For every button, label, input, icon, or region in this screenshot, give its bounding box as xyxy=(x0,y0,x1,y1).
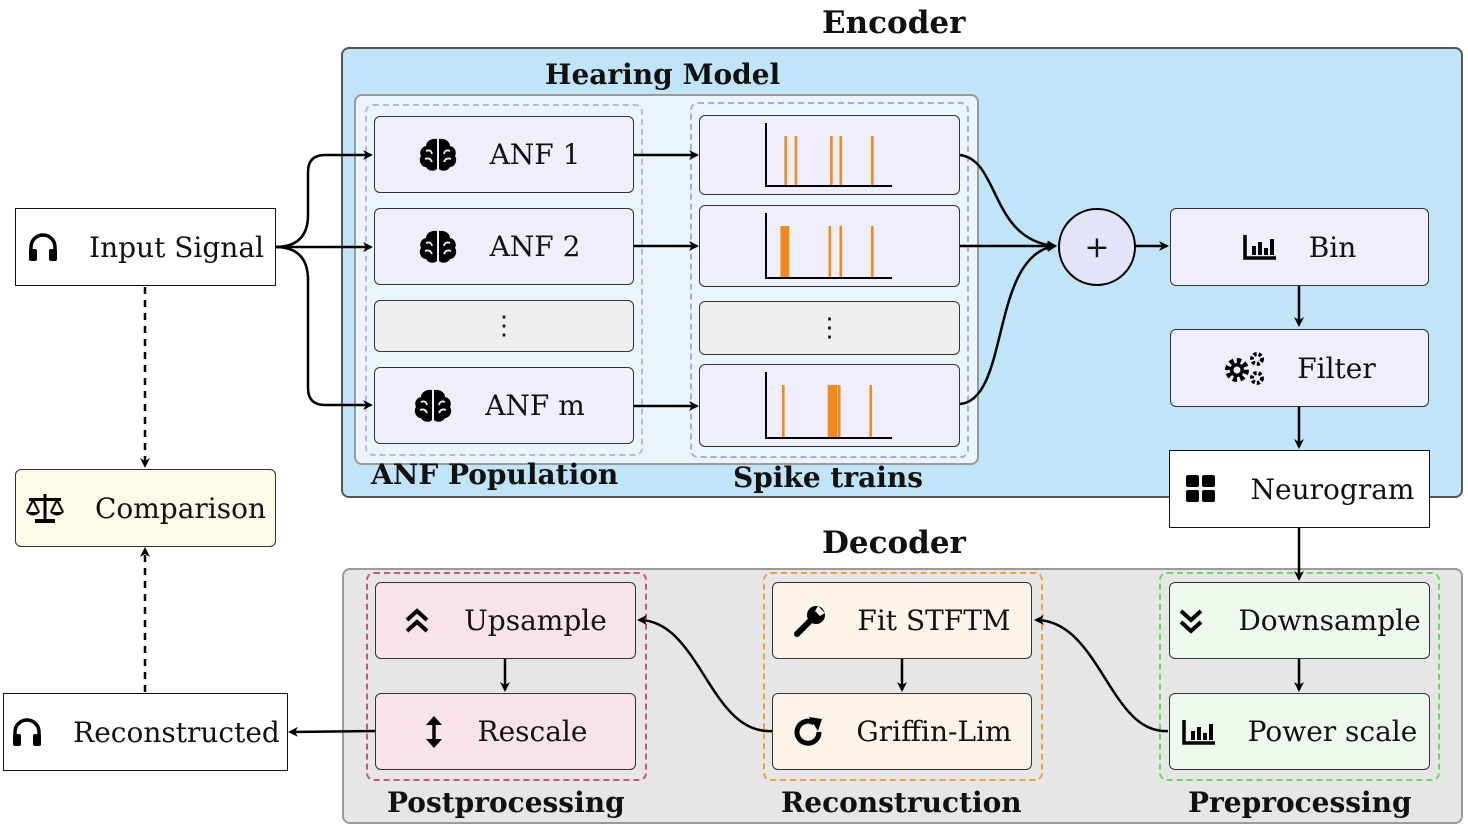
spike-train-2-box xyxy=(699,205,960,287)
power-scale-label: Power scale xyxy=(1247,715,1418,748)
encoder-title: Encoder xyxy=(822,5,966,41)
anf-2-label: ANF 2 xyxy=(489,230,581,263)
comparison-label: Comparison xyxy=(94,491,267,525)
bar-chart-icon xyxy=(1181,718,1216,746)
spike-train-1-plot xyxy=(765,123,892,187)
griffin-lim-box: Griffin-Lim xyxy=(772,693,1032,770)
rescale-box: Rescale xyxy=(375,693,636,770)
anf-ellipsis-box: ⋮ xyxy=(374,300,634,352)
anf-1-label: ANF 1 xyxy=(489,138,581,171)
spike-ellipsis: ⋮ xyxy=(816,313,843,343)
double-chevron-down-icon xyxy=(1178,606,1204,636)
anf-ellipsis: ⋮ xyxy=(491,311,517,341)
upsample-box: Upsample xyxy=(375,582,636,659)
spikes1-to-sum-arrow xyxy=(959,153,1057,251)
brain-icon xyxy=(418,229,458,265)
filter-box: Filter xyxy=(1170,329,1429,407)
downsample-label: Downsample xyxy=(1238,604,1421,637)
sum-symbol: + xyxy=(1084,229,1110,265)
spike-trains-label: Spike trains xyxy=(733,461,923,494)
anf-m-box: ANF m xyxy=(374,367,634,444)
neurogram-label: Neurogram xyxy=(1250,472,1415,506)
spike-axes xyxy=(765,123,892,187)
spike-axes xyxy=(765,372,892,439)
bin-box: Bin xyxy=(1170,208,1429,286)
reconstruction-group xyxy=(763,572,1043,781)
spike-train-m-box xyxy=(699,364,960,447)
reconstructed-label: Reconstructed xyxy=(73,715,280,749)
spike-train-2-plot xyxy=(765,213,892,279)
input-signal-box: Input Signal xyxy=(15,208,276,286)
headphones-icon xyxy=(11,717,43,747)
power-scale-box: Power scale xyxy=(1169,693,1430,770)
powerscale-to-fitstftm-arrow xyxy=(1034,615,1169,733)
comparison-box: Comparison xyxy=(15,469,276,547)
downsample-box: Downsample xyxy=(1169,582,1430,659)
input-to-anf1-arrow xyxy=(274,150,373,249)
upsample-label: Upsample xyxy=(464,604,607,637)
spike-ellipsis-box: ⋮ xyxy=(699,301,960,355)
anf-m-label: ANF m xyxy=(485,389,585,422)
input-signal-label: Input Signal xyxy=(89,230,264,264)
postprocessing-group xyxy=(366,572,647,781)
headphones-icon xyxy=(27,232,59,262)
brain-icon xyxy=(418,137,458,173)
double-chevron-up-icon xyxy=(404,606,430,636)
spike-train-1-box xyxy=(699,115,960,195)
reconstruction-label: Reconstruction xyxy=(781,786,1022,819)
redo-arrow-icon xyxy=(792,715,826,749)
grid-icon xyxy=(1185,474,1217,504)
anf-population-group xyxy=(365,104,643,456)
spike-train-m-plot xyxy=(765,372,892,439)
spike-axes xyxy=(765,213,892,279)
bin-label: Bin xyxy=(1308,230,1357,264)
balance-scale-icon xyxy=(25,492,65,524)
wrench-icon xyxy=(793,604,827,638)
input-to-anfm-arrow xyxy=(274,245,373,410)
decoder-title: Decoder xyxy=(822,525,966,561)
griffin-lim-label: Griffin-Lim xyxy=(856,715,1012,748)
sum-node: + xyxy=(1058,208,1136,286)
spikesm-to-sum-arrow xyxy=(959,242,1057,406)
anf-1-box: ANF 1 xyxy=(374,116,634,193)
reconstructed-box: Reconstructed xyxy=(3,693,288,771)
anf-population-label: ANF Population xyxy=(371,458,619,491)
vertical-arrows-icon xyxy=(424,715,444,749)
brain-icon xyxy=(413,388,453,424)
postprocessing-label: Postprocessing xyxy=(387,786,625,819)
spike-trains-group xyxy=(690,102,969,458)
griffinlim-to-upsample-arrow xyxy=(637,615,773,733)
anf-2-box: ANF 2 xyxy=(374,208,634,285)
bar-chart-icon xyxy=(1242,233,1277,261)
rescale-to-reconstructed-arrow xyxy=(288,726,377,737)
hearing-model-title: Hearing Model xyxy=(545,58,781,91)
rescale-label: Rescale xyxy=(477,715,588,748)
fit-stftm-label: Fit STFTM xyxy=(857,604,1011,637)
fit-stftm-box: Fit STFTM xyxy=(772,582,1032,659)
neurogram-box: Neurogram xyxy=(1169,450,1430,528)
filter-label: Filter xyxy=(1297,351,1376,385)
preprocessing-label: Preprocessing xyxy=(1188,786,1412,819)
gears-icon xyxy=(1223,350,1267,386)
